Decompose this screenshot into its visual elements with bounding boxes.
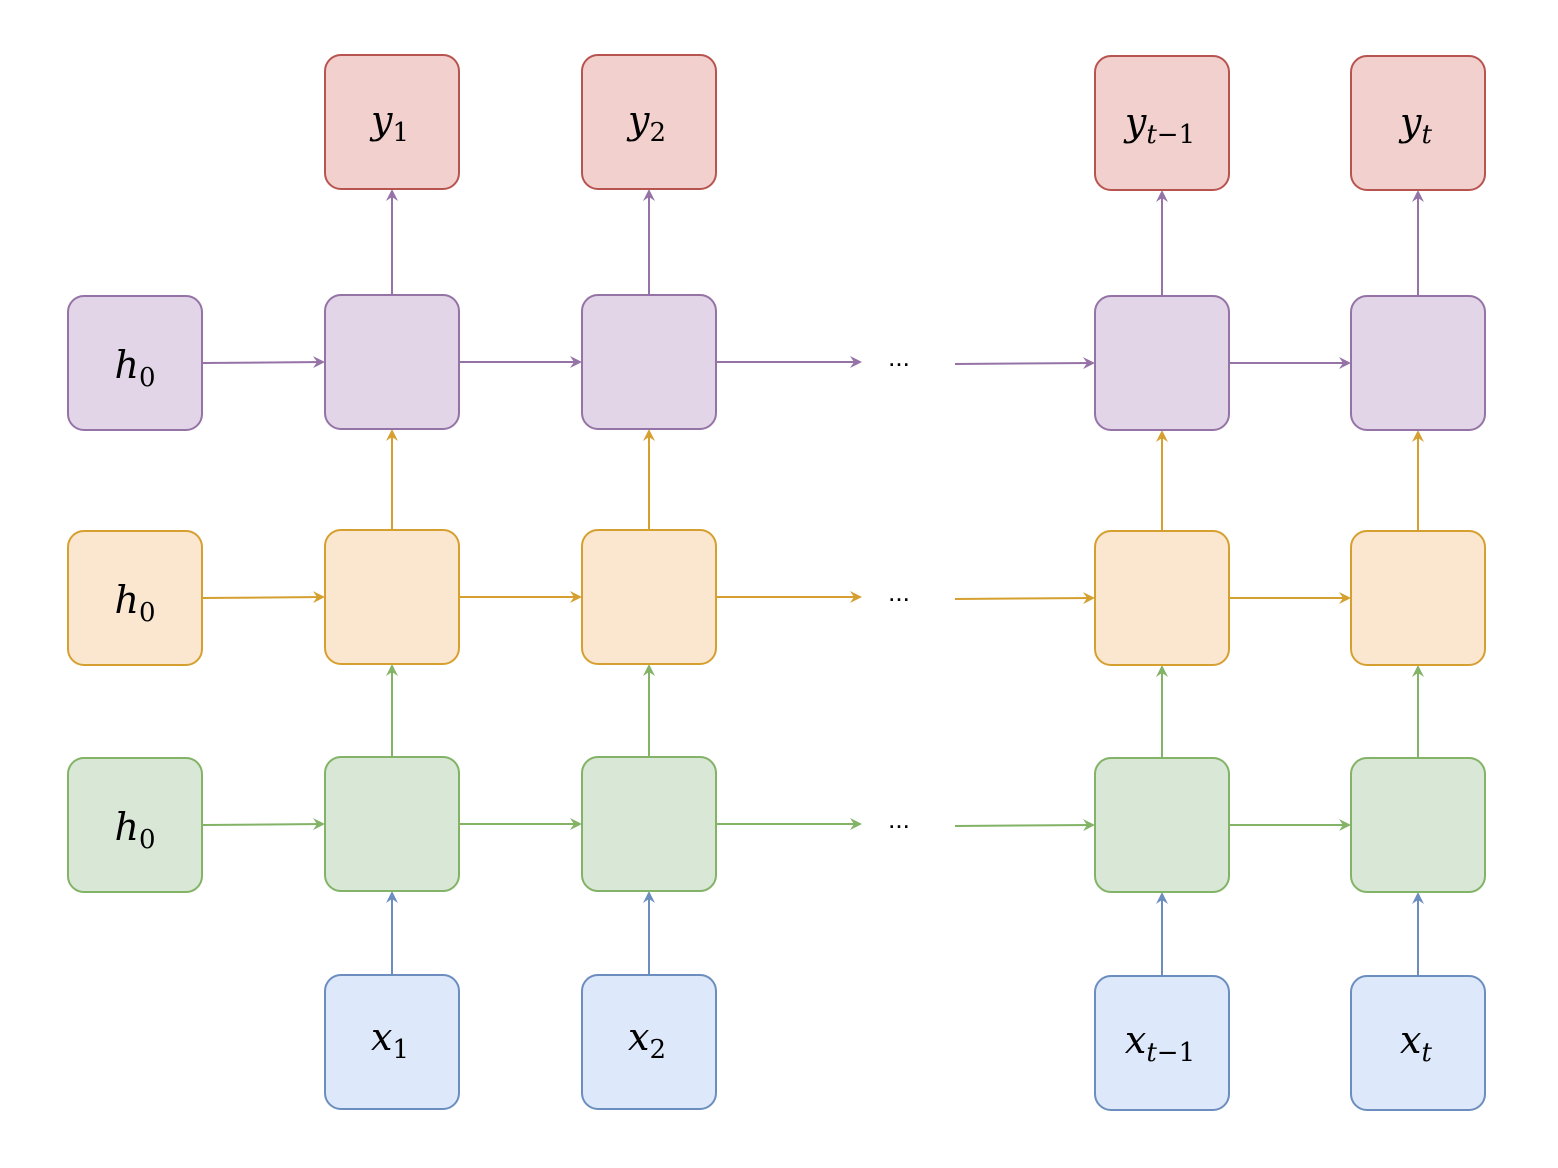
layer2-cell-2 xyxy=(581,529,717,665)
input-x2-label: x2 xyxy=(628,1015,666,1065)
input-box-4 xyxy=(1350,975,1486,1111)
layer2-cell-4 xyxy=(1350,530,1486,666)
layer3-cell-3 xyxy=(1094,295,1230,431)
output-yt-1-label: yt−1 xyxy=(1123,100,1195,150)
ellipsis-layer1: ... xyxy=(888,804,910,834)
output-box-1 xyxy=(324,54,460,190)
output-yt-label: yt xyxy=(1398,100,1432,150)
layer1-cell-3 xyxy=(1094,757,1230,893)
input-box-2 xyxy=(581,974,717,1110)
h0-layer2-box xyxy=(67,530,203,666)
layer2-arrow-ellipsis-3 xyxy=(954,592,1095,605)
output-y1-label: y1 xyxy=(369,98,409,148)
input-x1-label: x1 xyxy=(371,1015,409,1065)
output-box-2 xyxy=(581,54,717,190)
layer2-arrow-h0 xyxy=(202,591,325,604)
h0-layer1-box xyxy=(67,757,203,893)
input-box-1 xyxy=(324,974,460,1110)
input-xt-1-label: xt−1 xyxy=(1125,1018,1195,1068)
layer3-cell-4 xyxy=(1350,295,1486,431)
h0-layer3-label: h0 xyxy=(114,343,155,393)
layer3-cell-1 xyxy=(324,294,460,430)
h0-layer1-label: h0 xyxy=(114,805,155,855)
input-xt-label: xt xyxy=(1400,1018,1432,1068)
h0-layer3-box xyxy=(67,295,203,431)
layer1-arrow-ellipsis-3 xyxy=(954,819,1095,832)
ellipsis-layer3: ... xyxy=(888,342,910,372)
layer1-arrow-h0 xyxy=(202,818,325,831)
layer3-arrow-ellipsis-3 xyxy=(954,357,1095,370)
output-box-3 xyxy=(1094,55,1230,191)
layer2-cell-1 xyxy=(324,529,460,665)
layer3-arrow-h0 xyxy=(202,356,325,369)
layer1-cell-4 xyxy=(1350,757,1486,893)
ellipsis-layer2: ... xyxy=(888,577,910,607)
output-box-4 xyxy=(1350,55,1486,191)
layer2-cell-3 xyxy=(1094,530,1230,666)
layer1-cell-1 xyxy=(324,756,460,892)
layer3-cell-2 xyxy=(581,294,717,430)
output-y2-label: y2 xyxy=(626,98,666,148)
input-box-3 xyxy=(1094,975,1230,1111)
layer1-cell-2 xyxy=(581,756,717,892)
h0-layer2-label: h0 xyxy=(114,578,155,628)
